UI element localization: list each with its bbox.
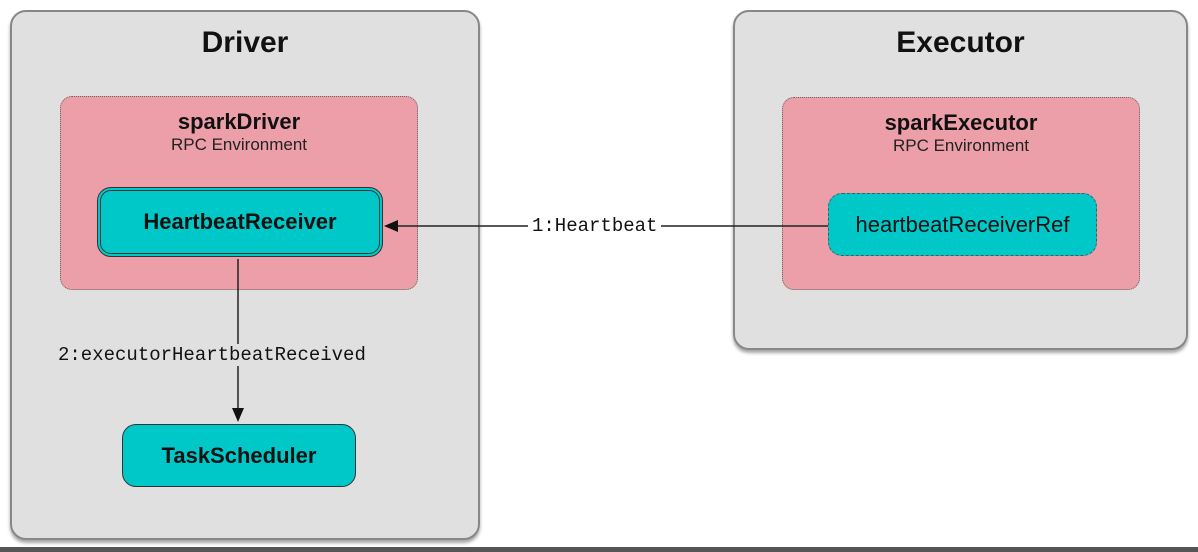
heartbeat-arrowhead: [384, 220, 398, 232]
heartbeat-receiver-node: HeartbeatReceiver: [97, 187, 383, 257]
spark-executor-subtitle: RPC Environment: [892, 136, 1030, 155]
bottom-edge: [0, 547, 1198, 552]
spark-executor-title: sparkExecutor: [884, 110, 1038, 135]
spark-driver-title: sparkDriver: [177, 109, 301, 134]
executor-title: Executor: [896, 26, 1025, 59]
spark-driver-subtitle: RPC Environment: [170, 135, 308, 154]
driver-title: Driver: [201, 26, 289, 59]
received-label: 2:executorHeartbeatReceived: [54, 344, 370, 366]
received-arrowhead: [232, 408, 244, 422]
heartbeat-receiver-ref-node: heartbeatReceiverRef: [828, 193, 1097, 256]
heartbeat-label: 1:Heartbeat: [528, 215, 662, 237]
task-scheduler-node: TaskScheduler: [122, 424, 356, 487]
